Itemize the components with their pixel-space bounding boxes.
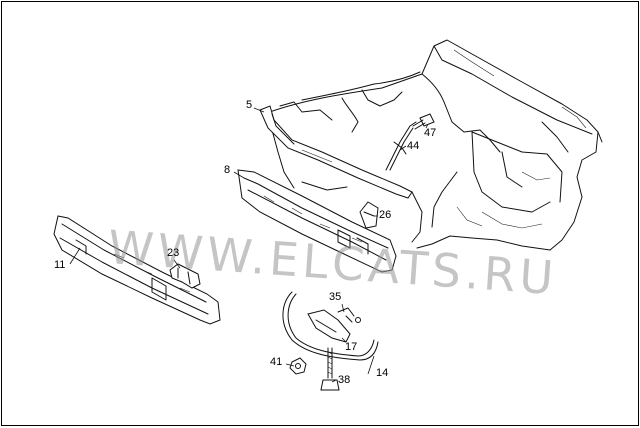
clip-part-35	[337, 307, 361, 323]
engine-bay-shell	[263, 39, 603, 251]
curved-rod-part-14	[282, 291, 379, 361]
bolt-part-38	[320, 347, 340, 391]
leader-lines	[69, 107, 429, 383]
callout-8: 8	[224, 164, 231, 176]
callout-38: 38	[338, 374, 351, 386]
front-bar-part-11	[53, 215, 221, 325]
callout-11: 11	[54, 259, 66, 271]
bracket-part-26	[359, 201, 379, 229]
bumper-carrier-part-8	[237, 169, 397, 273]
callout-17: 17	[345, 341, 358, 353]
callout-44: 44	[407, 140, 420, 152]
callout-23: 23	[167, 247, 180, 259]
support-rod-part-44	[385, 121, 417, 171]
callout-35: 35	[329, 291, 342, 303]
bracket-part-17	[307, 309, 351, 343]
callout-41: 41	[270, 356, 283, 368]
callout-14: 14	[376, 367, 389, 379]
nut-part-41	[289, 357, 307, 375]
callout-47: 47	[424, 127, 437, 139]
bolt-part-47	[412, 113, 435, 130]
callout-5: 5	[246, 99, 253, 111]
callout-26: 26	[379, 209, 392, 221]
upper-cross-member-part-5	[259, 105, 413, 199]
bracket-part-23	[169, 263, 201, 289]
